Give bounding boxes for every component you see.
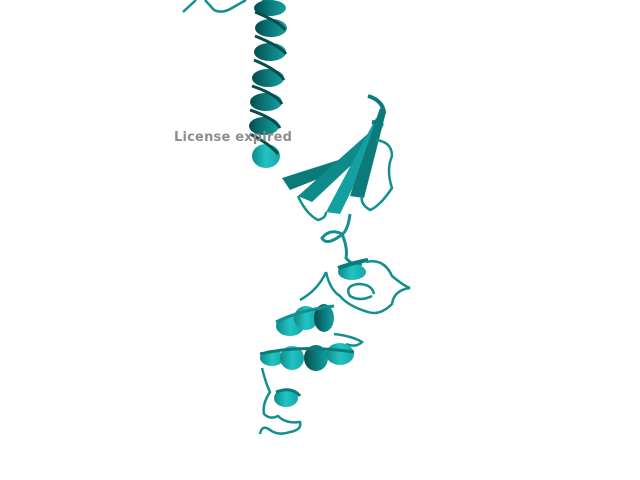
helix-bottom [274, 388, 302, 407]
helix-lower [259, 343, 355, 371]
helix-long [249, 0, 288, 168]
beta-sheet [282, 94, 394, 222]
coil-bottom [258, 367, 302, 435]
helix-middle [275, 271, 365, 347]
license-watermark: License expired [174, 130, 293, 145]
helix-small-right [337, 258, 369, 280]
coil-linker [320, 213, 363, 266]
coil-right-loop [324, 260, 411, 315]
